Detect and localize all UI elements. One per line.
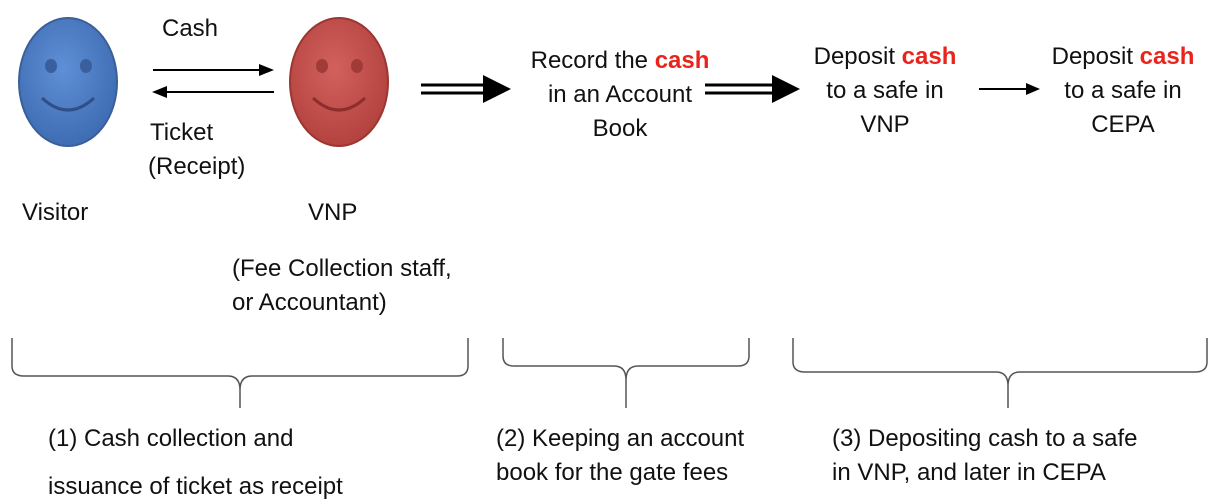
step-deposit-vnp-line1: Deposit cash xyxy=(813,43,957,70)
phase-2-line2: book for the gate fees xyxy=(496,459,729,486)
visitor-label: Visitor xyxy=(22,199,89,226)
cash-arrow xyxy=(153,64,274,76)
step-deposit-vnp: Deposit cash to a safe in VNP xyxy=(795,40,975,142)
single-arrow xyxy=(979,83,1040,95)
step-record-line2: in an Account xyxy=(547,81,693,108)
cash-label: Cash xyxy=(162,15,219,42)
step-record-line3: Book xyxy=(592,115,648,142)
visitor-face-icon xyxy=(18,17,118,147)
receipt-label: (Receipt) xyxy=(148,153,246,180)
phase-3-line1: (3) Depositing cash to a safe xyxy=(832,425,1138,452)
brace-phase-2 xyxy=(502,338,750,408)
step-record: Record the cash in an Account Book xyxy=(500,44,740,146)
phase-2-line1: (2) Keeping an account xyxy=(496,425,745,452)
vnp-note-line1: (Fee Collection staff, xyxy=(232,255,452,282)
step-deposit-cepa-line2: to a safe in xyxy=(1064,77,1182,104)
double-arrow-2 xyxy=(705,75,800,103)
ticket-label: Ticket xyxy=(150,119,214,146)
step-deposit-cepa-line1: Deposit cash xyxy=(1051,43,1195,70)
phase-3-line2: in VNP, and later in CEPA xyxy=(832,459,1106,486)
phase-1-line1: (1) Cash collection and xyxy=(48,425,294,452)
double-arrow-1 xyxy=(421,75,511,103)
brace-phase-1 xyxy=(11,338,469,408)
step-deposit-cepa: Deposit cash to a safe in CEPA xyxy=(1037,40,1209,142)
ticket-arrow xyxy=(152,86,274,98)
step-deposit-vnp-line2: to a safe in xyxy=(826,77,944,104)
step-deposit-cepa-line3: CEPA xyxy=(1091,111,1155,138)
vnp-label: VNP xyxy=(308,199,358,226)
vnp-note-line2: or Accountant) xyxy=(232,289,387,316)
brace-phase-3 xyxy=(792,338,1208,408)
step-deposit-vnp-line3: VNP xyxy=(860,111,910,138)
vnp-face-icon xyxy=(289,17,389,147)
phase-1-line2: issuance of ticket as receipt xyxy=(48,473,343,500)
step-record-line1: Record the cash xyxy=(530,47,710,74)
